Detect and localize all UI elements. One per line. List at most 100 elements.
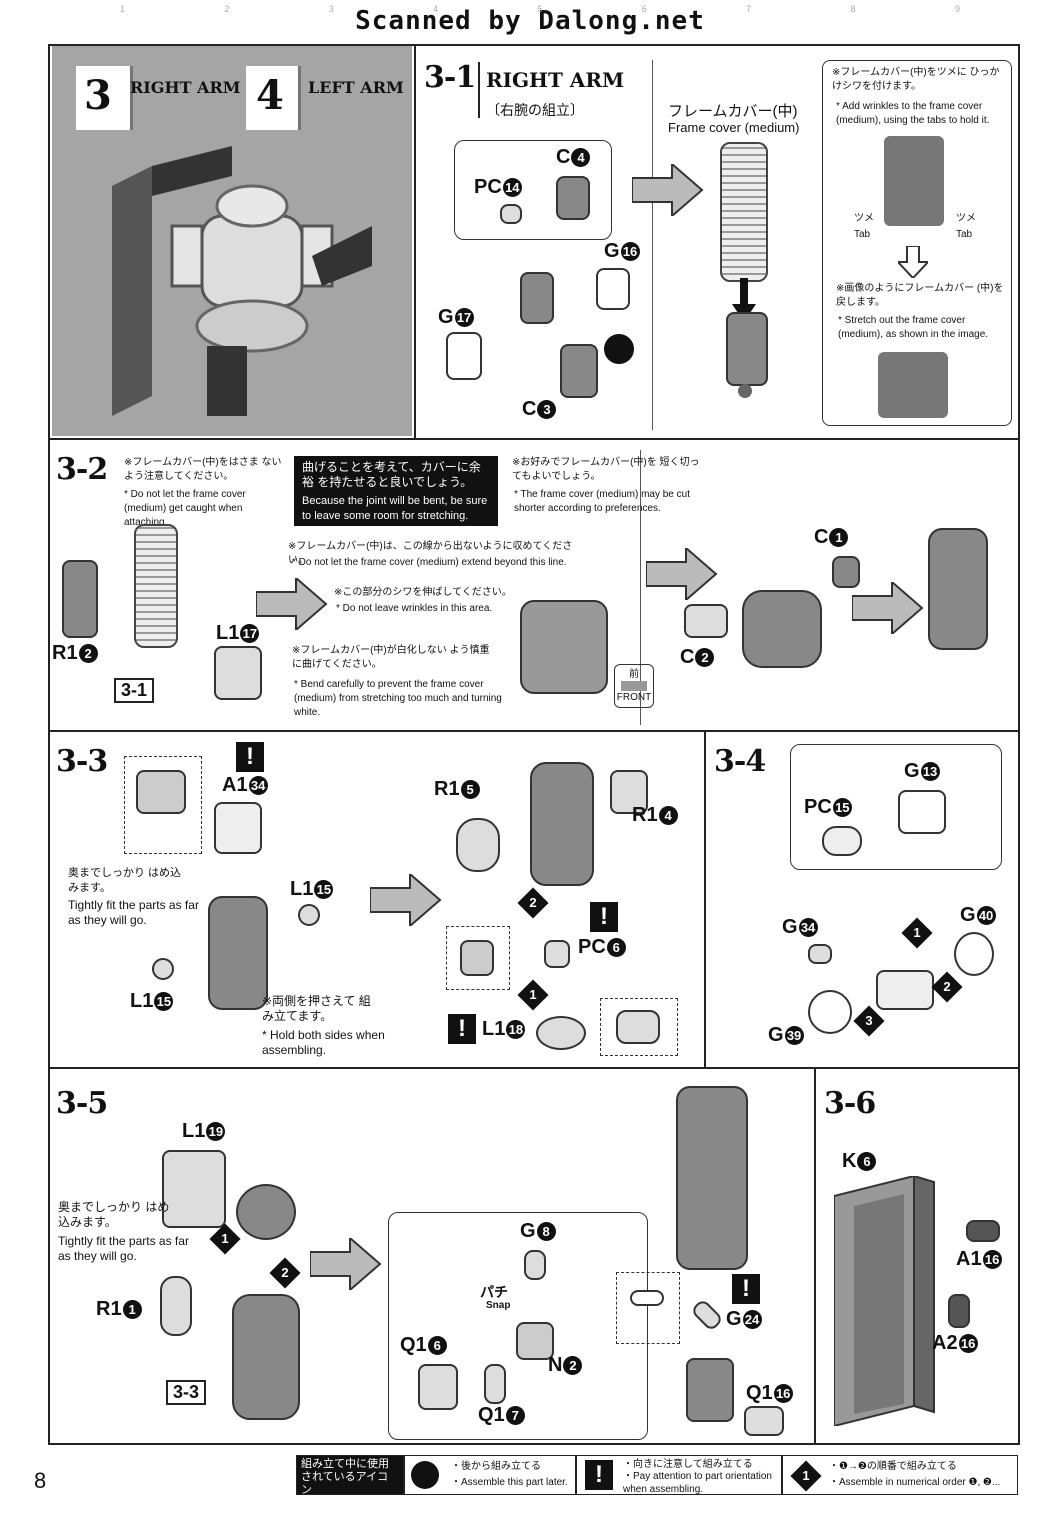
part-q16-shape xyxy=(418,1364,458,1410)
s31-title-divider xyxy=(478,62,480,118)
snap-label-en: Snap xyxy=(486,1300,511,1311)
part-g24-shape xyxy=(690,1298,724,1332)
step-3-2-title: 3-2 xyxy=(56,452,108,487)
part-g39-shape xyxy=(808,990,852,1034)
part-r15-shape xyxy=(456,818,500,872)
tab-label-left-jp: ツメ xyxy=(854,213,874,224)
divider-1 xyxy=(48,438,1020,440)
product-photo-panel: 3 RIGHT ARM 4 LEFT ARM xyxy=(52,46,412,436)
legend-orient-jp: ・向きに注意して組み立てる xyxy=(623,1459,753,1470)
note-stretch-jp: ※画像のようにフレームカバー (中)を戻します。 xyxy=(836,283,1004,308)
divider-4 xyxy=(48,1443,1020,1445)
step3-label: RIGHT ARM xyxy=(130,78,241,97)
step4-number: 4 xyxy=(256,72,284,119)
part-g34-shape xyxy=(808,944,832,964)
part-g13-shape xyxy=(898,790,946,834)
s31-callout-box xyxy=(454,140,612,240)
part-a134-shape xyxy=(214,802,262,854)
step-3-1-name-jp: 〔右腕の組立〕 xyxy=(486,102,584,118)
order-1-icon-s35: 1 xyxy=(209,1223,241,1255)
legend-title-box: 組み立て中に使用 されているアイコン Symbols used in instr… xyxy=(296,1455,404,1523)
order-2-icon: 2 xyxy=(517,887,549,919)
s35-full-arm-shape xyxy=(676,1086,748,1270)
divider-2 xyxy=(48,730,1020,732)
legend-order: 1 ・❶→❷の順番で組み立てる ・Assemble in numerical o… xyxy=(782,1455,1018,1495)
legend-orientation: ! ・向きに注意して組み立てる ・Pay attention to part o… xyxy=(576,1455,782,1495)
orientation-warning-icon-3: ! xyxy=(448,1014,476,1044)
page-number: 8 xyxy=(34,1468,47,1493)
arm-joint-shape xyxy=(520,272,554,324)
assemble-later-legend-icon xyxy=(411,1461,439,1489)
g24-detail-shape xyxy=(630,1290,664,1306)
note-white-en: * Bend carefully to prevent the frame co… xyxy=(294,679,502,718)
s32-cover-shape xyxy=(134,524,178,648)
part-a116-shape xyxy=(966,1220,1000,1242)
s34-divider xyxy=(704,732,706,1067)
top-border xyxy=(48,44,1020,46)
arm-product-image xyxy=(112,146,372,416)
legend-later-en: ・Assemble this part later. xyxy=(451,1477,568,1488)
tab-label-right-en: Tab xyxy=(956,229,973,240)
fit-note-en: Tightly fit the parts as far as they wil… xyxy=(68,898,199,927)
orientation-warning-icon-2: ! xyxy=(590,902,618,932)
s34-callout-box xyxy=(790,744,1002,870)
s35-hand-joint xyxy=(686,1358,734,1422)
step-3-3-title: 3-3 xyxy=(56,744,108,779)
g24-detail-box xyxy=(616,1272,680,1344)
part-c1-shape xyxy=(832,556,860,588)
legend-title-en: Symbols used in instructions xyxy=(301,1501,360,1523)
pc6-detail-box xyxy=(446,926,510,990)
ref-3-1: 3-1 xyxy=(114,678,155,703)
orientation-warning-legend-icon: ! xyxy=(585,1460,613,1490)
arrow-right-2 xyxy=(256,578,328,630)
step-3-5-title: 3-5 xyxy=(56,1086,108,1121)
part-q116-shape xyxy=(744,1406,784,1436)
order-1-icon: 1 xyxy=(517,979,549,1011)
arrow-down-1 xyxy=(732,278,756,322)
part-a216-shape xyxy=(948,1294,970,1328)
hold-note-en: * Hold both sides when assembling. xyxy=(262,1028,385,1057)
arrow-right-5 xyxy=(370,874,442,926)
part-g40-shape xyxy=(954,932,994,976)
part-pc14-shape xyxy=(500,204,522,224)
note-cut-en: * The frame cover (medium) may be cut sh… xyxy=(514,489,690,514)
legend-title-jp: 組み立て中に使用 されているアイコン xyxy=(301,1458,389,1496)
order-legend-icon: 1 xyxy=(790,1460,822,1492)
assemble-later-icon xyxy=(604,334,634,364)
part-l115-left-shape xyxy=(152,958,174,980)
s32-elbow-assembly xyxy=(742,590,822,668)
part-l119-shape xyxy=(162,1150,226,1228)
part-k6-shape xyxy=(834,1176,935,1426)
snap-label-jp: パチ xyxy=(480,1284,508,1300)
right-border xyxy=(1018,44,1020,1444)
note-nowrinkle-jp: ※この部分のシワを伸ばしてください。 xyxy=(334,587,512,598)
front-arrow-icon xyxy=(621,681,647,691)
s31-info-box xyxy=(822,60,1012,426)
fit-note-en-s35: Tightly fit the parts as far as they wil… xyxy=(58,1234,189,1263)
order-2-icon-s35: 2 xyxy=(269,1257,301,1289)
note-nowrinkle-en: * Do not leave wrinkles in this area. xyxy=(336,603,493,614)
cover-label-en: Frame cover (medium) xyxy=(668,120,800,135)
front-label-en: FRONT xyxy=(616,692,652,703)
arrow-down-info xyxy=(898,246,928,278)
part-r14-shape xyxy=(610,770,648,814)
